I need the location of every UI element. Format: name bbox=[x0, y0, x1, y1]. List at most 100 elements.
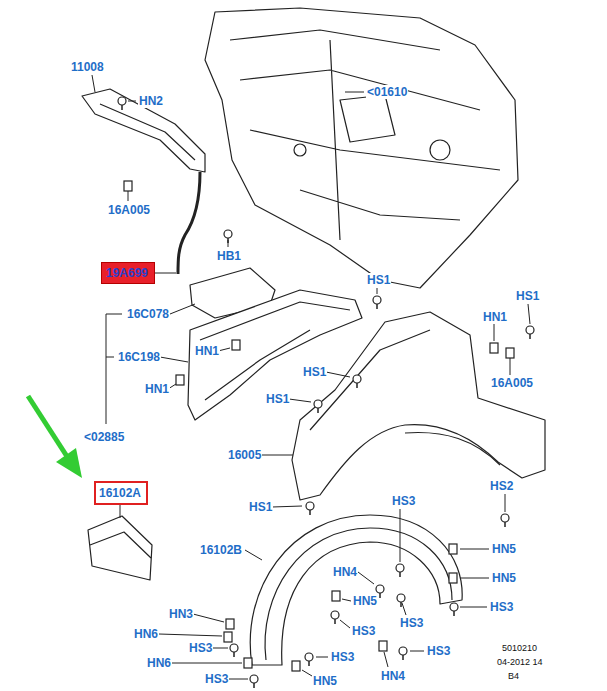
leader-line bbox=[289, 399, 311, 402]
callout-number: 16C078 bbox=[126, 307, 170, 321]
leader-line bbox=[172, 663, 242, 664]
callout-number: HN1 bbox=[194, 344, 220, 358]
bolt-shank bbox=[379, 593, 381, 598]
bolt-symbol bbox=[230, 644, 238, 652]
clip-symbol bbox=[226, 619, 234, 629]
callout-number: <01610 bbox=[366, 85, 408, 99]
bolt-symbol bbox=[250, 675, 258, 683]
leader-line bbox=[170, 304, 195, 314]
splash-shield bbox=[88, 516, 152, 580]
callout-number: HN5 bbox=[352, 594, 378, 608]
reference-note: B4 bbox=[507, 671, 520, 682]
clip-symbol bbox=[124, 181, 132, 191]
bolt-shank bbox=[453, 611, 455, 616]
callout-number: HS3 bbox=[351, 624, 376, 638]
leader-line bbox=[120, 503, 121, 518]
bolt-shank bbox=[376, 304, 378, 309]
callout-number: HN2 bbox=[138, 94, 164, 108]
leader-line bbox=[460, 578, 489, 579]
callout-number: HB1 bbox=[216, 249, 242, 263]
leader-line bbox=[92, 75, 95, 92]
leader-line bbox=[302, 670, 312, 676]
callout-number: <02885 bbox=[83, 430, 125, 444]
callout-number: HN4 bbox=[380, 669, 406, 683]
bolt-symbol bbox=[396, 564, 404, 572]
leader-line bbox=[510, 358, 511, 375]
bolt-symbol bbox=[376, 585, 384, 593]
leader-line bbox=[402, 603, 406, 615]
highlighted-part-number: 19A699 bbox=[101, 262, 155, 284]
bolt-shank bbox=[309, 510, 311, 515]
leader-line bbox=[345, 92, 364, 93]
clip-symbol bbox=[176, 375, 184, 385]
clip-symbol bbox=[506, 348, 514, 358]
dash-panel-hole bbox=[294, 144, 306, 156]
callout-number: HS3 bbox=[399, 616, 424, 630]
bolt-symbol bbox=[314, 400, 322, 408]
bolt-shank bbox=[529, 334, 531, 339]
clip-symbol bbox=[449, 573, 457, 583]
bolt-shank bbox=[399, 572, 401, 577]
bolt-symbol bbox=[450, 603, 458, 611]
callout-number: HS1 bbox=[248, 500, 273, 514]
callout-number: 11008 bbox=[70, 60, 105, 74]
callout-number: 16A005 bbox=[107, 203, 151, 217]
dash-panel-detail bbox=[230, 30, 500, 240]
bolt-symbol bbox=[224, 230, 232, 238]
bolt-shank bbox=[253, 683, 255, 688]
callout-number: HN4 bbox=[332, 565, 358, 579]
bolt-symbol bbox=[331, 611, 339, 619]
pointer-arrow bbox=[28, 396, 82, 478]
apron-rail-detail bbox=[200, 302, 350, 400]
fender bbox=[292, 312, 545, 500]
cowl-bar bbox=[82, 89, 205, 172]
highlighted-part-number: 16102A bbox=[94, 481, 148, 505]
bolt-shank bbox=[308, 661, 310, 666]
callout-number: HN3 bbox=[168, 607, 194, 621]
bolt-shank bbox=[504, 522, 506, 527]
bolt-symbol bbox=[501, 514, 509, 522]
bolt-shank bbox=[400, 602, 402, 607]
leader-line bbox=[160, 357, 188, 362]
clip-symbol bbox=[232, 340, 240, 350]
bolt-shank bbox=[227, 238, 229, 243]
wheel-liner-detail bbox=[265, 528, 452, 660]
bolt-shank bbox=[317, 408, 319, 413]
leader-line bbox=[326, 372, 350, 377]
callout-number: HS1 bbox=[302, 365, 327, 379]
callout-number: HS3 bbox=[330, 650, 355, 664]
clip-symbol bbox=[379, 641, 387, 651]
leader-line bbox=[384, 652, 388, 667]
callout-number: HS3 bbox=[426, 644, 451, 658]
leader-line bbox=[377, 288, 378, 294]
leader-line bbox=[245, 550, 262, 560]
leader-line bbox=[128, 101, 136, 102]
callout-number: HS2 bbox=[489, 479, 514, 493]
leader-line bbox=[460, 549, 489, 550]
dash-panel-window bbox=[340, 95, 395, 142]
group-bracket bbox=[106, 314, 122, 424]
leader-line bbox=[342, 599, 351, 601]
leader-line bbox=[460, 607, 487, 608]
part-number: 16102A bbox=[99, 486, 141, 500]
bolt-symbol bbox=[399, 647, 407, 655]
fender-detail bbox=[310, 330, 500, 465]
bolt-shank bbox=[356, 383, 358, 388]
bolt-symbol bbox=[118, 97, 126, 105]
bolt-symbol bbox=[305, 653, 313, 661]
bolt-shank bbox=[121, 105, 123, 110]
callout-number: HS1 bbox=[366, 273, 391, 287]
callout-number: HN1 bbox=[482, 310, 508, 324]
bolt-symbol bbox=[353, 375, 361, 383]
reference-note: 04-2012 14 bbox=[496, 657, 544, 668]
leader-line bbox=[128, 191, 129, 201]
leader-line bbox=[358, 572, 374, 584]
callout-number: 16005 bbox=[227, 448, 262, 462]
callout-number: 16A005 bbox=[490, 376, 534, 390]
reference-note: 5010210 bbox=[501, 643, 538, 654]
clip-symbol bbox=[490, 343, 498, 353]
callout-number: HS1 bbox=[515, 289, 540, 303]
dash-panel bbox=[205, 8, 518, 288]
callout-number: HN1 bbox=[144, 382, 170, 396]
callout-number: 16C198 bbox=[117, 350, 161, 364]
